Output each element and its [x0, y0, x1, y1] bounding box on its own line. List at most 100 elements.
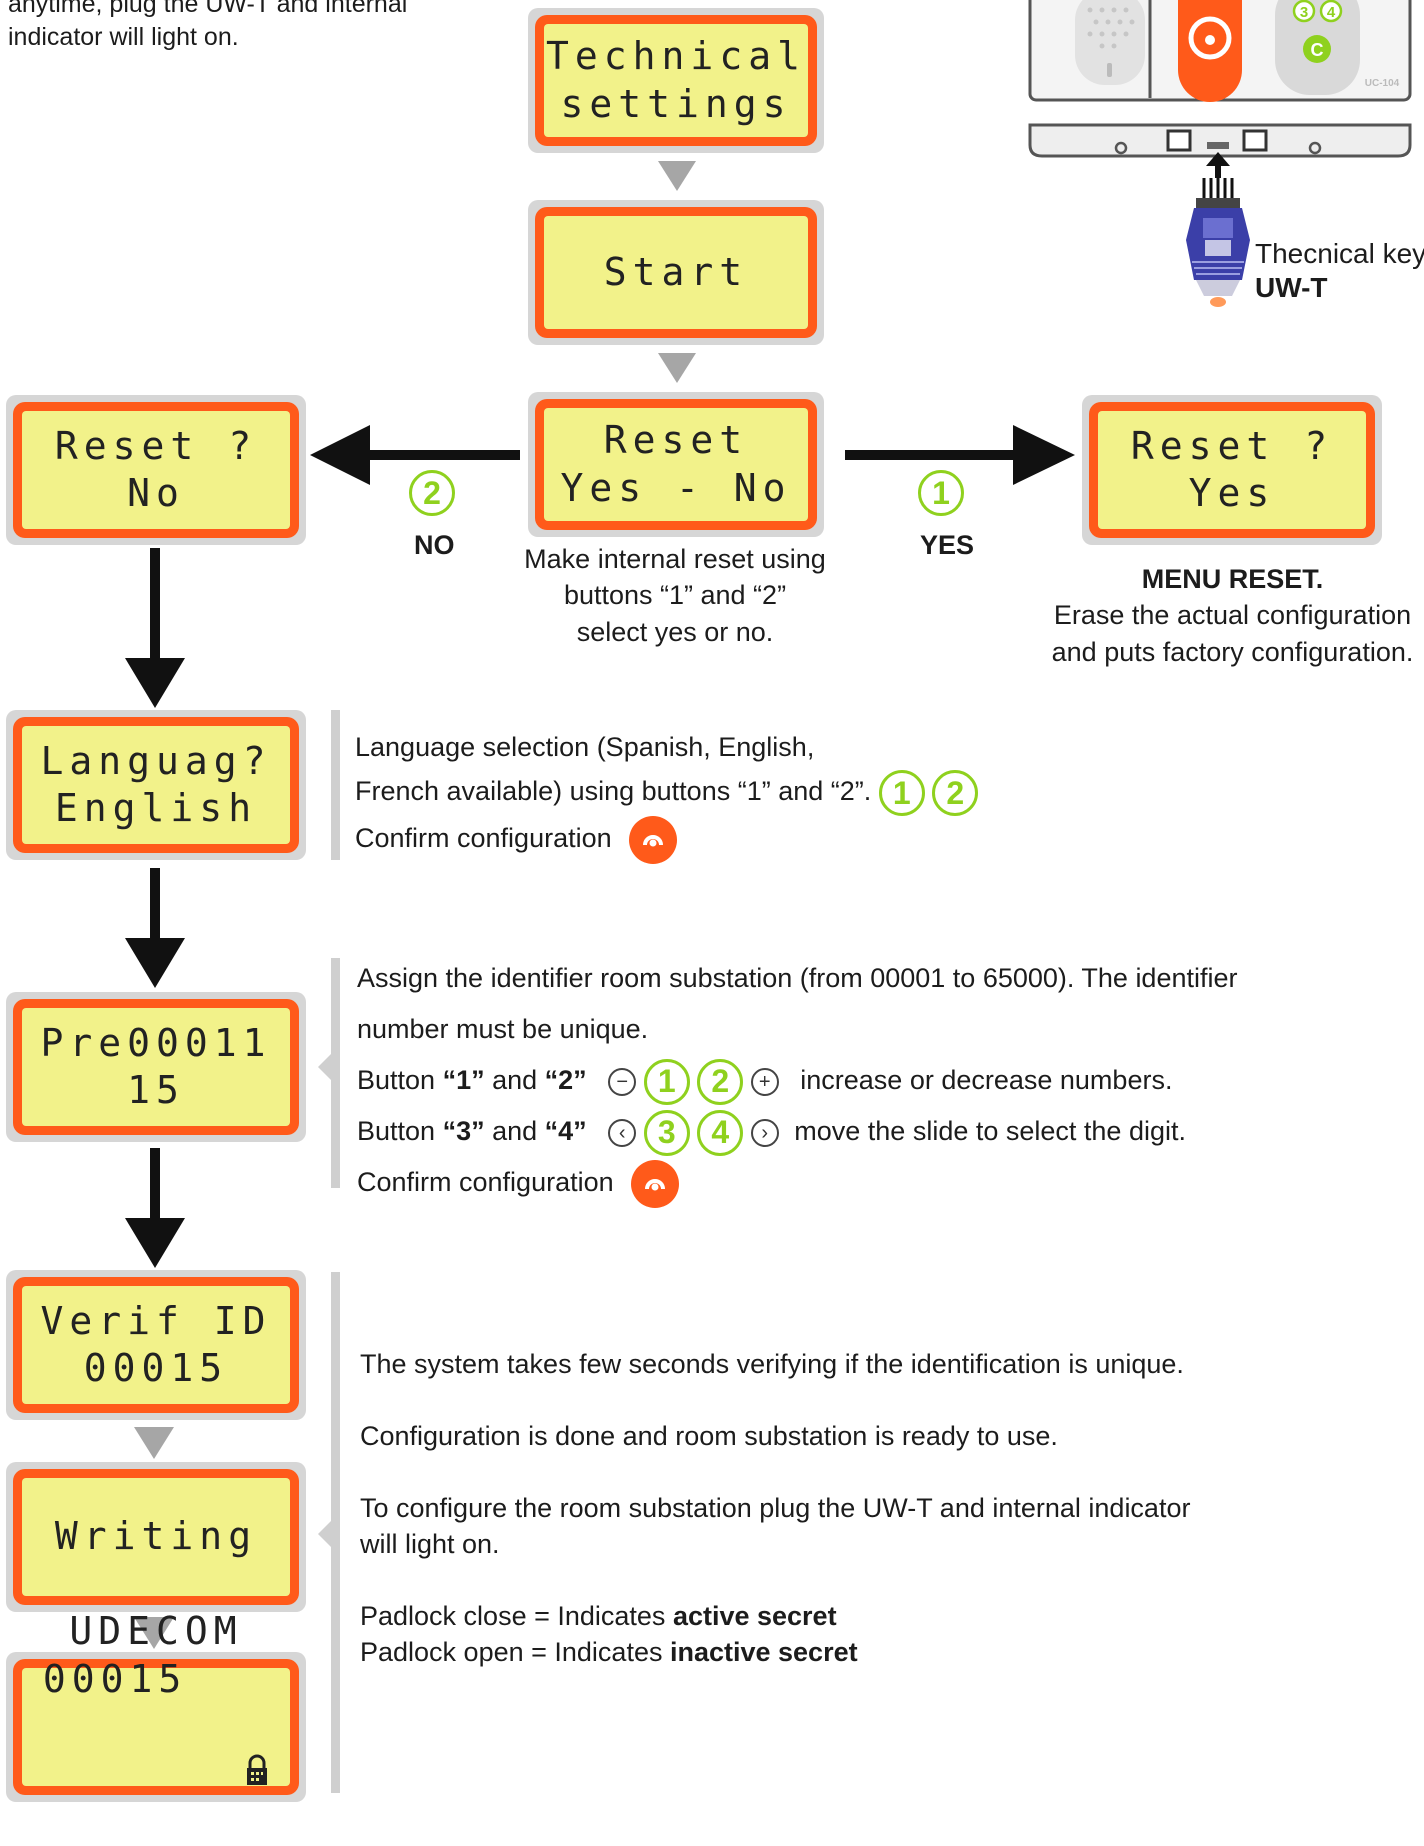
lcd-line: settings [560, 81, 792, 126]
button-1-circle: 1 [878, 769, 925, 816]
final-line-1: The system takes few seconds verifying i… [360, 1349, 1184, 1379]
lcd-line: Reset [603, 418, 749, 462]
language-line-1: Language selection (Spanish, English, [355, 732, 815, 762]
lcd-line: Writing [54, 1514, 258, 1559]
lcd-line: Yes [1188, 471, 1276, 515]
chevron-left-icon: ‹ [608, 1118, 637, 1147]
text: and [484, 1116, 545, 1146]
lcd-start: Start [528, 200, 824, 345]
menu-reset-line: Erase the actual configuration [1053, 600, 1412, 631]
button-2-circle: 2 [409, 470, 455, 516]
lcd-verif-screen: Verif ID 00015 [22, 1286, 290, 1404]
button-2-circle: 2 [932, 769, 979, 816]
lcd-identifier-screen: Pre00011 15 [22, 1008, 290, 1126]
text-bold: active secret [672, 1601, 837, 1631]
down-arrow-grey [658, 353, 696, 383]
lcd-line: Reset ? [54, 423, 258, 468]
section-bar [331, 1272, 340, 1793]
svg-text:4: 4 [1327, 4, 1336, 21]
text: move the slide to select the digit. [794, 1116, 1186, 1146]
button-3-circle: 3 [643, 1109, 690, 1156]
text-bold: inactive secret [669, 1637, 858, 1667]
final-line-3a: To configure the room substation plug th… [360, 1493, 1191, 1523]
lcd-technical-settings: Technical settings [528, 8, 824, 153]
lcd-udecom: UDECOM 00015 [6, 1609, 306, 1802]
key-label: Thecnical key UW-T [1255, 237, 1424, 304]
lcd-line: No [127, 471, 185, 515]
text: and [484, 1065, 545, 1095]
lock-open-line: Padlock open = Indicates inactive secret [360, 1634, 1190, 1670]
lcd-reset-no: Reset ? No [6, 395, 306, 545]
identifier-line-1: Assign the identifier room substation (f… [357, 963, 1238, 993]
button-1-circle: 1 [643, 1058, 690, 1105]
lcd-start-screen: Start [544, 216, 808, 329]
text-bold: “3” [442, 1116, 485, 1146]
down-arrow-black [125, 868, 185, 988]
lcd-line: Pre00011 [40, 1020, 272, 1065]
menu-reset-line: and puts factory configuration. [1051, 636, 1414, 667]
lcd-reset-yes-screen: Reset ? Yes [1098, 411, 1366, 529]
down-arrow-grey [134, 1427, 174, 1459]
text: increase or decrease numbers. [800, 1065, 1173, 1095]
text-bold: “2” [544, 1065, 587, 1095]
down-arrow-black [125, 1148, 185, 1268]
lcd-line: Languag? [40, 738, 272, 783]
button-4-circle: 4 [697, 1109, 744, 1156]
language-line-2: French available) using buttons “1” and … [355, 769, 979, 816]
no-label: NO [414, 530, 455, 560]
bar-pointer [318, 1520, 332, 1548]
svg-text:3: 3 [1300, 4, 1308, 21]
lcd-line: Verif ID [40, 1298, 272, 1343]
intro-line-2: indicator will light on. [8, 22, 239, 51]
lcd-writing-screen: Writing [22, 1478, 290, 1596]
lcd-line: Yes - No [560, 465, 792, 510]
text: Padlock open = Indicates [360, 1637, 670, 1667]
button-1-circle: 1 [918, 470, 964, 516]
key-label-line2: UW-T [1255, 271, 1328, 303]
key-label-line1: Thecnical key [1255, 238, 1424, 269]
lcd-line: Start [603, 249, 749, 294]
lcd-writing: Writing [6, 1462, 306, 1612]
section-bar [331, 958, 340, 1188]
lcd-line: UDECOM [69, 1609, 243, 1654]
svg-text:C: C [1311, 40, 1324, 60]
text-bold: “1” [442, 1065, 485, 1095]
lcd-line: Technical [546, 34, 806, 78]
identifier-text: Assign the identifier room substation (f… [357, 953, 1238, 1208]
lcd-reset-yes-no: Reset Yes - No [528, 392, 824, 537]
right-arrow-yes [845, 425, 1075, 485]
lcd-reset-no-screen: Reset ? No [22, 411, 290, 529]
intro-line-1: anytime, plug the UW-T and internal [8, 0, 408, 18]
lcd-line: English [54, 786, 258, 830]
confirm-button-icon [629, 815, 678, 864]
text: Confirm configuration [357, 1167, 614, 1197]
text: Padlock close = Indicates [360, 1601, 673, 1631]
reset-caption-line: buttons “1” and “2” [563, 580, 787, 611]
lcd-value: 00015 [42, 1656, 188, 1701]
lcd-line: 15 [127, 1068, 185, 1112]
chevron-right-icon: › [750, 1118, 779, 1147]
reset-caption-line: Make internal reset using [524, 544, 826, 574]
text: Button [357, 1116, 443, 1146]
lcd-udecom-screen: UDECOM 00015 [22, 1609, 290, 1786]
lcd-reset-yes-no-screen: Reset Yes - No [544, 408, 808, 521]
language-line-3-text: Confirm configuration [355, 823, 612, 853]
lcd-line: Reset ? [1130, 423, 1334, 468]
padlock-icon [72, 1703, 269, 1846]
lcd-line: 00015 [83, 1346, 229, 1390]
bar-pointer [318, 1053, 332, 1081]
final-line-2: Configuration is done and room substatio… [360, 1421, 1058, 1451]
button-2-circle: 2 [697, 1058, 744, 1105]
reset-caption: Make internal reset using buttons “1” an… [510, 541, 840, 650]
yes-label: YES [920, 530, 975, 560]
text: Button [357, 1065, 443, 1095]
text-bold: “4” [544, 1116, 587, 1146]
lcd-technical-screen: Technical settings [544, 24, 808, 137]
lcd-reset-yes: Reset ? Yes [1082, 395, 1382, 545]
lcd-line-with-lock: 00015 [43, 1656, 269, 1846]
reset-caption-line: select yes or no. [576, 616, 774, 647]
menu-reset-title: MENU RESET. [1141, 564, 1324, 594]
identifier-line-5: Confirm configuration [357, 1157, 1238, 1208]
lock-close-line: Padlock close = Indicates active secret [360, 1598, 1190, 1634]
down-arrow-grey [134, 1617, 174, 1649]
